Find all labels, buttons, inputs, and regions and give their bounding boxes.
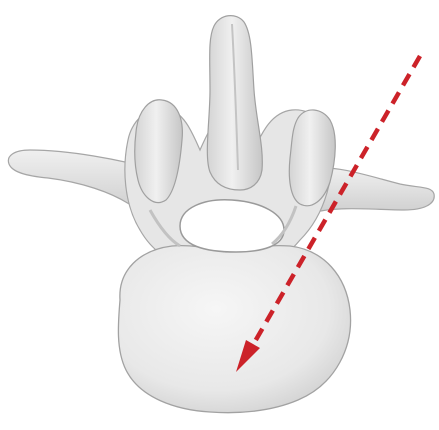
vertebral-body [118, 246, 350, 413]
